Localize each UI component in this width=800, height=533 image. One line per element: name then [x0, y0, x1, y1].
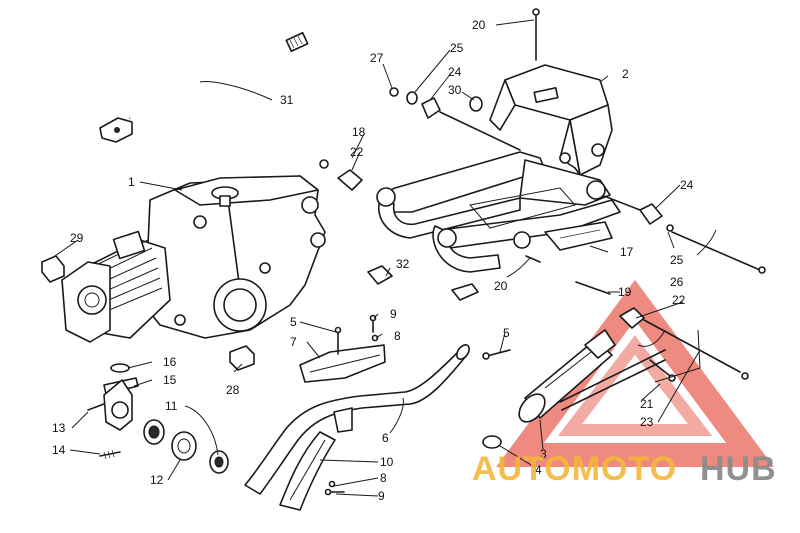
heat-shield-10 [279, 431, 336, 511]
muffler-3 [482, 307, 749, 449]
callout-31: 31 [280, 93, 294, 107]
callout-17: 17 [620, 245, 634, 259]
heat-shield-7 [299, 344, 386, 383]
callout-12: 12 [150, 473, 164, 487]
callout-29: 29 [70, 231, 84, 245]
watermark-text: AUTOMOTO HUB [472, 450, 777, 488]
callout-19: 19 [618, 285, 632, 299]
shaft-31 [99, 31, 309, 143]
callout-20a: 20 [472, 18, 486, 32]
callout-24a: 24 [448, 65, 462, 79]
frame-hardware [319, 8, 766, 295]
callout-6: 6 [382, 431, 389, 445]
callout-11: 11 [165, 399, 178, 413]
callout-14: 14 [52, 443, 66, 457]
callout-9b: 9 [378, 489, 385, 503]
pipe-bracket [333, 407, 353, 433]
callout-23: 23 [640, 415, 654, 429]
bushing-29 [41, 255, 65, 283]
bushing-28 [229, 345, 255, 371]
callout-16: 16 [163, 355, 177, 369]
callout-24b: 24 [680, 178, 694, 192]
callout-22b: 22 [672, 293, 686, 307]
callout-21: 21 [640, 397, 654, 411]
frame-bracket-2 [489, 64, 613, 176]
callout-20b: 20 [494, 279, 508, 293]
leader-lines [51, 19, 717, 497]
callout-25b: 25 [670, 253, 684, 267]
intake-parts [87, 363, 229, 474]
callout-9a: 9 [390, 307, 397, 321]
subframe [376, 151, 621, 273]
callout-30: 30 [448, 83, 462, 97]
callout-4: 4 [535, 463, 542, 477]
callout-28: 28 [226, 383, 240, 397]
callout-32: 32 [396, 257, 410, 271]
callout-15: 15 [163, 373, 177, 387]
watermark-automoto: AUTOMOTO [472, 450, 677, 488]
engine-block-1 [61, 175, 326, 343]
callout-8b: 8 [380, 471, 387, 485]
exhaust-pipe-6 [244, 344, 470, 495]
callout-labels: 1 2 3 4 5 5 6 7 8 8 9 9 10 11 12 13 14 1… [52, 18, 694, 503]
callout-25a: 25 [450, 41, 464, 55]
bolts-upper [324, 314, 379, 496]
callout-26: 26 [670, 275, 684, 289]
bushing-lower [451, 283, 479, 301]
logo-triangle-inner [557, 335, 713, 436]
callout-13: 13 [52, 421, 66, 435]
callout-18: 18 [352, 125, 366, 139]
callout-22a: 22 [350, 145, 364, 159]
callout-2: 2 [622, 67, 629, 81]
callout-1: 1 [128, 175, 135, 189]
watermark-hub: HUB [700, 450, 777, 488]
callout-5b: 5 [503, 326, 510, 340]
callout-27: 27 [370, 51, 384, 65]
callout-5a: 5 [290, 315, 297, 329]
callout-10: 10 [380, 455, 394, 469]
callout-7: 7 [290, 335, 297, 349]
callout-8a: 8 [394, 329, 401, 343]
callout-3: 3 [540, 447, 547, 461]
